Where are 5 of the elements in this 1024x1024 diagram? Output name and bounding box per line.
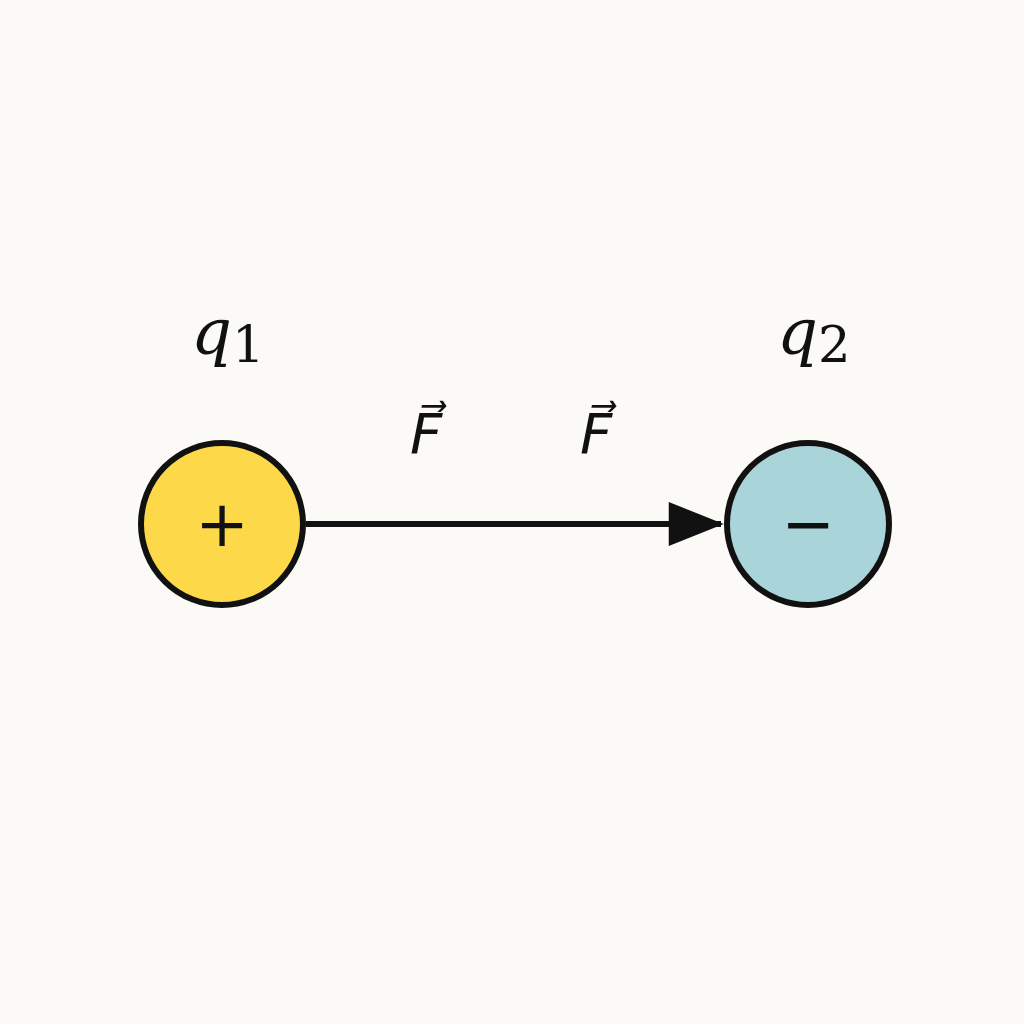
force-arrow [306, 502, 724, 546]
charge-sign: + [195, 492, 249, 556]
charge-sign: − [781, 492, 835, 556]
charge-label: q$_{1}$ [191, 300, 265, 370]
charge-label: q$_{2}$ [777, 300, 851, 370]
